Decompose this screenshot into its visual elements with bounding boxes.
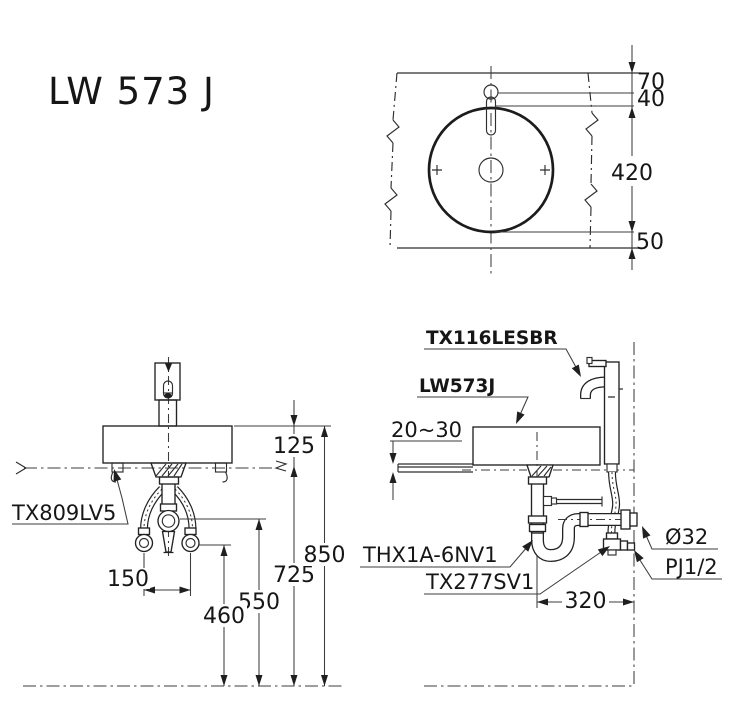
leader-line — [12, 473, 129, 525]
drain-hole — [478, 157, 504, 183]
faucet — [154, 362, 181, 427]
faucet-slot — [485, 96, 497, 136]
braided-hose-left — [143, 488, 163, 530]
basin-outline — [427, 106, 555, 234]
break-zigzag — [386, 119, 400, 144]
sink-body — [102, 425, 233, 464]
dim-70: 70 — [637, 70, 665, 95]
drain-tailpiece — [161, 482, 176, 507]
drawing-title: LW 573 J — [48, 70, 215, 113]
fixing-marks — [432, 165, 550, 175]
side-view: 20~30 TX116LESBR LW573J THX1A-6NV1 TX277… — [360, 328, 722, 686]
dim-850: 850 — [304, 543, 346, 568]
tapered-outlet — [161, 530, 176, 554]
mounting-foot-right — [214, 462, 228, 483]
dim-725: 725 — [273, 563, 315, 588]
break-zigzag — [584, 183, 598, 208]
stop-valve-label: TX277SV1 — [425, 570, 534, 594]
front-view: TX809LV5 150 125 725 850 550 — [11, 357, 348, 686]
counter-thickness-label: 20~30 — [391, 418, 462, 442]
faucet-part-label: TX116LESBR — [426, 328, 558, 349]
break-glyph-left — [15, 461, 28, 475]
counter-slab — [397, 463, 473, 473]
braided-hose-right — [174, 488, 193, 530]
dim-460: 460 — [203, 604, 245, 629]
break-zigzag — [384, 187, 398, 212]
stop-valve — [602, 532, 636, 556]
tee-fitting — [542, 495, 553, 507]
connector-nut-right — [184, 527, 197, 536]
trap-part-label: TX809LV5 — [11, 501, 116, 525]
top-view: 70 40 420 50 — [384, 45, 665, 274]
dim-50: 50 — [636, 230, 664, 255]
drain-diameter-label: Ø32 — [665, 525, 708, 549]
extension-lines — [495, 92, 634, 233]
faucet-hole — [483, 84, 499, 100]
wall-flange — [620, 509, 631, 530]
trap-part-label-side: THX1A-6NV1 — [362, 543, 498, 567]
supply-connector-left — [134, 533, 154, 553]
dim-150: 150 — [107, 567, 149, 592]
break-glyph-right — [274, 460, 288, 472]
p-trap — [532, 514, 622, 561]
basin-part-label: LW573J — [419, 376, 495, 397]
break-zigzag — [585, 112, 599, 137]
dim-125: 125 — [273, 434, 315, 459]
supply-connector-right — [181, 533, 200, 553]
dim-420: 420 — [611, 161, 653, 186]
coupling-nut — [158, 476, 180, 485]
faucet-body — [603, 361, 620, 465]
mixing-valve-body — [157, 509, 180, 533]
dim-320: 320 — [565, 589, 607, 614]
dim-40: 40 — [637, 87, 665, 112]
supply-connection-label: PJ1/2 — [665, 555, 718, 579]
connector-nut-left — [137, 527, 151, 536]
